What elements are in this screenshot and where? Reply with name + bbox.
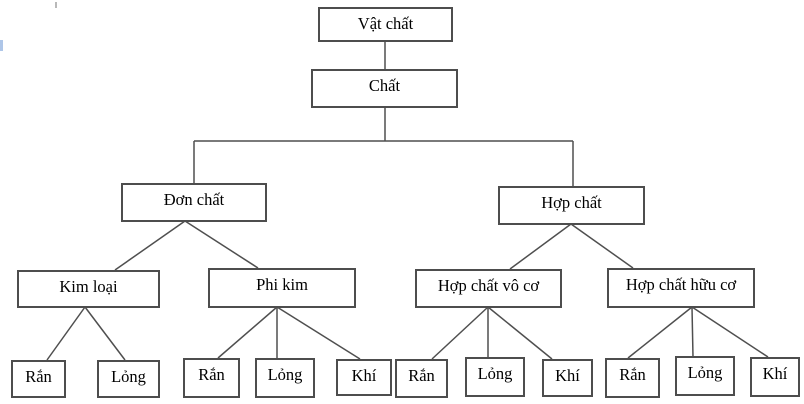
top-edge-artifact <box>55 2 57 8</box>
node-phi-kim-ran: Rắn <box>183 358 240 398</box>
node-huu-co-khi: Khí <box>750 357 800 397</box>
node-vo-co-khi: Khí <box>542 359 593 397</box>
node-huu-co-long: Lỏng <box>675 356 735 396</box>
node-hop-chat-huu-co: Hợp chất hữu cơ <box>607 268 755 308</box>
node-vo-co-ran: Rắn <box>395 359 448 398</box>
node-vat-chat: Vật chất <box>318 7 453 42</box>
node-phi-kim-long: Lỏng <box>255 358 315 398</box>
node-chat: Chất <box>311 69 458 108</box>
node-kim-loai-long: Lỏng <box>97 360 160 398</box>
node-hop-chat: Hợp chất <box>498 186 645 225</box>
node-phi-kim-khi: Khí <box>336 359 392 396</box>
node-huu-co-ran: Rắn <box>605 358 660 398</box>
left-edge-artifact <box>0 40 3 51</box>
node-hop-chat-vo-co: Hợp chất vô cơ <box>415 269 562 308</box>
node-kim-loai: Kim loại <box>17 270 160 308</box>
node-vo-co-long: Lỏng <box>465 357 525 397</box>
node-phi-kim: Phi kim <box>208 268 356 308</box>
node-don-chat: Đơn chất <box>121 183 267 222</box>
node-kim-loai-ran: Rắn <box>11 360 66 398</box>
